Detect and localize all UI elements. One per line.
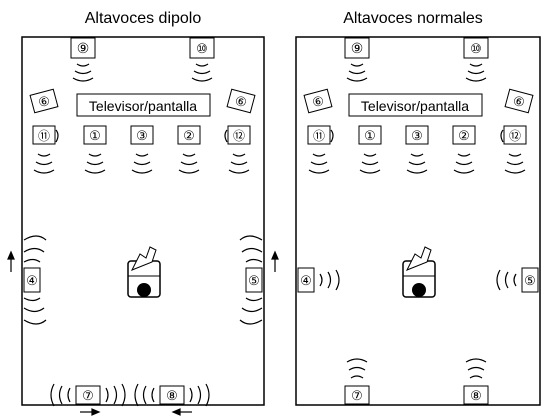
speaker-box	[504, 88, 534, 114]
diagram-title: Altavoces normales	[343, 10, 483, 27]
sound-waves	[346, 358, 487, 379]
speaker-box	[297, 267, 315, 293]
speaker-box	[70, 37, 96, 59]
speaker-box	[130, 125, 154, 145]
speaker-box	[405, 125, 429, 145]
speaker-box	[159, 385, 185, 405]
speaker-label: ⑧	[166, 388, 178, 403]
speaker-box	[29, 88, 59, 114]
speaker-box	[83, 125, 107, 145]
speaker-label: ⑦	[351, 388, 363, 403]
speaker-box	[521, 267, 539, 293]
speaker-box	[303, 88, 333, 114]
speaker-label: ⑥	[511, 93, 526, 111]
speaker-label: ⑩	[196, 41, 208, 56]
listener-icon	[127, 246, 161, 298]
speaker-label: ①	[89, 128, 101, 143]
diagram-title: Altavoces dipolo	[85, 10, 202, 27]
tv-screen	[348, 93, 483, 117]
sound-waves	[72, 63, 213, 82]
speaker-label: ⑦	[82, 388, 94, 403]
tv-screen	[76, 93, 211, 117]
speaker-label: ⑫	[233, 129, 245, 143]
speaker-box	[226, 88, 256, 114]
speaker-label: ③	[136, 128, 148, 143]
speaker-box	[307, 125, 331, 145]
sound-waves	[308, 129, 526, 174]
sound-waves	[319, 269, 517, 291]
speaker-label: ⑨	[77, 40, 90, 56]
sound-waves	[50, 383, 210, 407]
speaker-box	[177, 125, 201, 145]
speaker-box	[503, 125, 527, 145]
speaker-label: ⑤	[524, 273, 536, 288]
speaker-box	[463, 385, 489, 405]
speaker-label: ⑪	[313, 129, 325, 143]
room-outline	[295, 36, 541, 406]
dipole-diagram: Altavoces dipolo ⑨ ⑩ Televisor/pantalla …	[7, 10, 279, 416]
sound-waves	[23, 235, 263, 325]
speaker-label: ⑧	[470, 388, 482, 403]
speaker-label: ①	[364, 128, 376, 143]
speaker-box	[75, 385, 101, 405]
speaker-box	[227, 125, 251, 145]
speaker-box	[32, 125, 56, 145]
speaker-box	[344, 385, 370, 405]
tv-label: Televisor/pantalla	[89, 98, 197, 114]
sound-waves	[346, 63, 487, 82]
speaker-label: ⑥	[311, 93, 326, 111]
speaker-label: ⑥	[233, 93, 248, 111]
speaker-label: ④	[26, 273, 38, 288]
arrow-icon	[7, 250, 279, 272]
speaker-label: ⑩	[470, 41, 482, 56]
speaker-box	[452, 125, 476, 145]
speaker-label: ④	[300, 273, 312, 288]
sound-waves	[33, 129, 250, 174]
speaker-box	[23, 267, 41, 293]
speaker-label: ②	[458, 128, 470, 143]
speaker-box	[189, 37, 215, 59]
speaker-label: ⑥	[37, 93, 52, 111]
speaker-label: ⑫	[509, 129, 521, 143]
speaker-label: ⑨	[351, 40, 364, 56]
listener-icon	[402, 246, 436, 298]
speaker-box	[344, 37, 370, 59]
tv-label: Televisor/pantalla	[361, 98, 469, 114]
speaker-label: ②	[183, 128, 195, 143]
speaker-box	[463, 37, 489, 59]
speaker-label: ③	[411, 128, 423, 143]
speaker-box	[358, 125, 382, 145]
arrow-icon	[80, 408, 192, 416]
room-outline	[21, 36, 265, 406]
normal-diagram: Altavoces normales ⑨ ⑩ Televisor/pantall…	[295, 10, 541, 406]
speaker-box	[245, 267, 263, 293]
speaker-label: ⑤	[248, 273, 260, 288]
speaker-label: ⑪	[38, 129, 50, 143]
